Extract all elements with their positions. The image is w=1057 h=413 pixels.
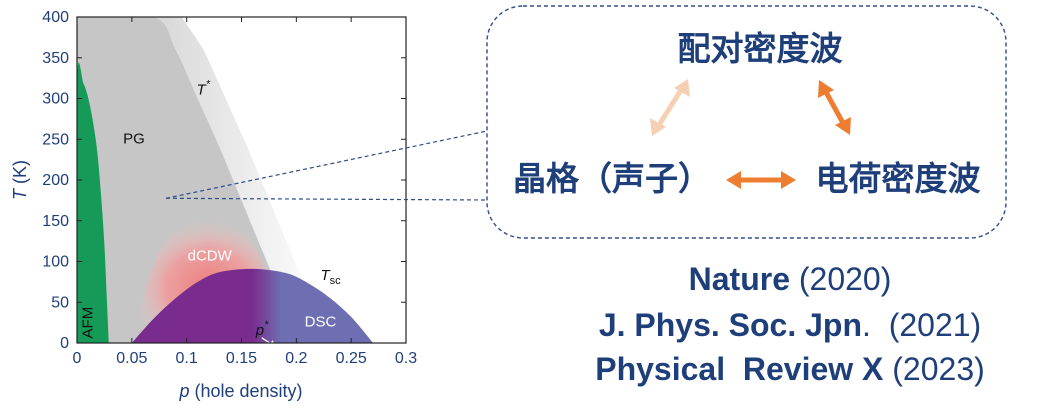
x-tick-label: 0 xyxy=(73,350,82,367)
x-tick-label: 0.2 xyxy=(285,350,307,367)
double-arrow-lattice-pdw xyxy=(650,79,690,136)
y-tick-label: 400 xyxy=(42,9,69,26)
y-tick-label: 150 xyxy=(42,213,69,230)
y-tick-label: 200 xyxy=(42,172,69,189)
region-antiferromagnet xyxy=(77,62,109,343)
y-tick-label: 50 xyxy=(51,294,69,311)
x-tick-label: 0.15 xyxy=(226,350,257,367)
annotation-t-star: T* xyxy=(197,78,211,98)
label-dcdw: dCDW xyxy=(188,248,233,265)
y-axis-label: T (K) xyxy=(10,160,30,200)
x-tick-label: 0.05 xyxy=(116,350,147,367)
label-sc: DSC xyxy=(305,314,337,331)
label-afm: AFM xyxy=(79,307,96,339)
y-tick-label: 0 xyxy=(60,335,69,352)
axis-ticks: 0 0.05 0.1 0.15 0.2 0.25 0.3 0 50 100 150 200 250 300… xyxy=(42,9,417,367)
phase-diagram-plot: PG dCDW DSC AFM T* Tsc p* xyxy=(77,17,374,343)
reference-jpsj: J. Phys. Soc. Jpn. (2021) xyxy=(599,307,981,343)
reference-nature: Nature (2020) xyxy=(689,261,892,297)
node-lattice-phonon: 晶格（声子） xyxy=(513,159,711,198)
callout-line-top xyxy=(165,130,488,199)
y-tick-label: 250 xyxy=(42,131,69,148)
node-pair-density-wave: 配对密度波 xyxy=(678,29,843,68)
x-tick-label: 0.25 xyxy=(336,350,367,367)
annotation-t-sc: Tsc xyxy=(320,267,341,287)
callout-line-bottom xyxy=(165,197,488,201)
double-arrow-cdw-pdw xyxy=(818,80,851,135)
y-tick-label: 350 xyxy=(42,50,69,67)
x-tick-label: 0.3 xyxy=(395,350,417,367)
double-arrow-lattice-cdw xyxy=(726,171,796,189)
x-tick-label: 0.1 xyxy=(176,350,198,367)
region-superconducting-dome xyxy=(131,268,374,343)
node-charge-density-wave: 电荷密度波 xyxy=(816,159,981,198)
annotation-p-star: p* xyxy=(255,319,269,339)
reference-prx: Physical Review X (2023) xyxy=(595,351,985,387)
label-pg: PG xyxy=(123,130,145,147)
y-tick-label: 100 xyxy=(42,254,69,271)
x-axis-label: p (hole density) xyxy=(178,381,302,401)
y-tick-label: 300 xyxy=(42,91,69,108)
mechanism-inset-box xyxy=(486,5,1007,239)
p-star-arrow xyxy=(261,337,277,343)
